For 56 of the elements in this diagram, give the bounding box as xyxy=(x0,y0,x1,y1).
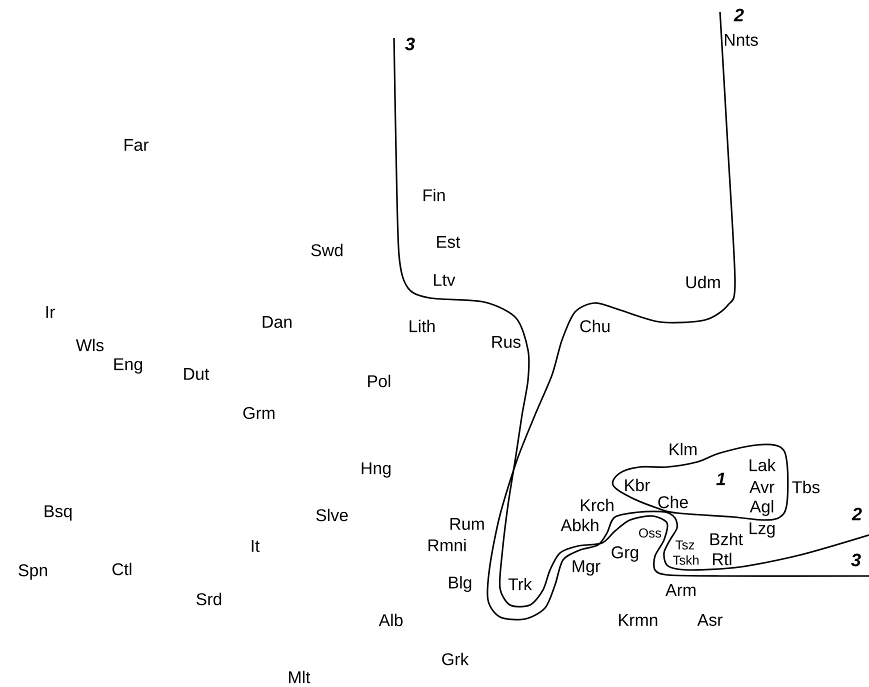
population-label: Hng xyxy=(362,462,390,478)
curve-number: 2 xyxy=(852,508,862,520)
population-label: Tskh xyxy=(672,555,699,565)
population-label: Ctl xyxy=(112,562,132,576)
curve-number: 1 xyxy=(716,472,726,486)
population-label: Krch xyxy=(580,498,614,512)
population-label: Far xyxy=(124,139,148,151)
population-label: Lak xyxy=(750,458,776,472)
population-label: Pol xyxy=(368,374,390,388)
population-label: Blg xyxy=(449,576,472,592)
population-label: Dan xyxy=(262,316,292,328)
population-label: Asr xyxy=(697,614,722,626)
population-label: Rus xyxy=(492,336,520,348)
population-label: Mlt xyxy=(289,670,310,684)
population-label: Grk xyxy=(442,652,469,666)
population-label: Che xyxy=(658,496,688,508)
population-label: Trk xyxy=(508,578,532,590)
population-label: Slve xyxy=(316,508,348,522)
population-label: Lith xyxy=(410,320,435,332)
population-label: Ltv xyxy=(434,274,456,286)
population-label: Alb xyxy=(378,614,403,626)
population-label: Mgr xyxy=(572,560,600,576)
population-label: Rum xyxy=(450,518,484,530)
population-label: Est xyxy=(437,236,460,248)
population-label: Wls xyxy=(76,338,104,352)
population-label: Krmn xyxy=(619,614,658,626)
population-label: Dut xyxy=(184,368,210,380)
population-label: Fin xyxy=(424,188,445,202)
population-label: Grm xyxy=(243,406,274,420)
population-label: Avr xyxy=(749,481,774,493)
population-label: Swd xyxy=(311,244,342,256)
population-label: Rmni xyxy=(428,538,466,552)
population-label: Abkh xyxy=(560,518,598,532)
population-label: Kbr xyxy=(625,478,650,492)
curve-number: 2 xyxy=(734,8,744,22)
population-label: Tbs xyxy=(792,480,820,494)
population-label: Spn xyxy=(18,564,48,580)
population-label: Bzht xyxy=(710,532,743,546)
population-label: Tsz xyxy=(676,540,694,550)
population-label: Chu xyxy=(580,320,610,332)
population-label: Klm xyxy=(670,442,697,456)
population-label: Oss xyxy=(639,528,662,538)
population-label: Srd xyxy=(196,592,222,606)
population-label: Agl xyxy=(750,500,774,516)
population-label: Rtl xyxy=(713,552,732,566)
population-label: Ir xyxy=(46,306,55,318)
population-label: It xyxy=(252,540,260,552)
curve-number: 3 xyxy=(851,554,861,566)
population-label: Udm xyxy=(686,276,720,288)
population-label: Lzg xyxy=(750,522,775,538)
population-label: Grg xyxy=(612,546,638,562)
population-label: Nnts xyxy=(724,34,758,46)
population-label: Arm xyxy=(665,584,696,596)
population-label: Eng xyxy=(114,358,142,374)
curve-number: 3 xyxy=(405,38,415,50)
population-label: Bsq xyxy=(44,505,72,521)
